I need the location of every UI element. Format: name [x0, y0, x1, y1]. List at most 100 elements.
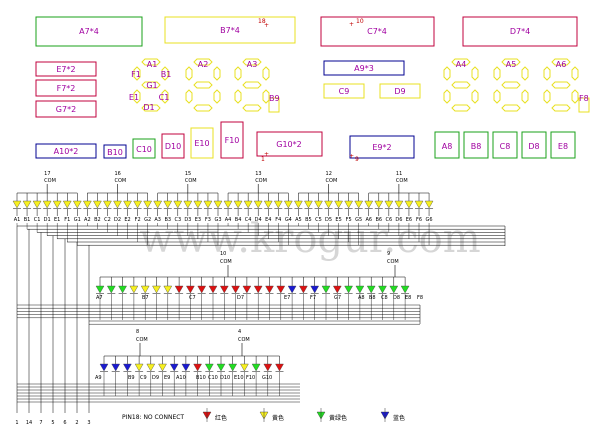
box-f10: [220, 121, 244, 159]
com-label: COM: [136, 337, 148, 343]
led-label: E8: [405, 295, 411, 301]
led-label: E10: [234, 375, 244, 381]
bottom-pin-label: 6: [63, 420, 66, 426]
led-e1: [52, 200, 62, 209]
led-c5: [314, 200, 323, 209]
digit-a6-seg-f: [543, 66, 551, 81]
led-label: A1: [14, 217, 21, 223]
digit-1-seg-f: [133, 66, 141, 81]
led-label: D8: [393, 295, 400, 301]
seven-segment-digits: [133, 58, 579, 112]
com-label: COM: [220, 259, 232, 265]
led-g4: [284, 200, 293, 209]
led-a3: [153, 200, 163, 209]
box-b7-text: B7*4: [220, 26, 240, 35]
bottom-pin-label: 5: [51, 420, 54, 426]
led-label: D6: [395, 217, 402, 223]
com-pin-number: 8: [136, 329, 139, 335]
box-e7-text: E7*2: [56, 65, 75, 74]
digit-a3-seg-e: [234, 89, 242, 104]
led-f4: [273, 200, 283, 209]
led-a2: [83, 200, 92, 209]
pin-18-label: 18: [258, 18, 266, 25]
led-label: E9: [164, 375, 170, 381]
led-mid: [400, 285, 410, 294]
led-mid: [118, 285, 127, 294]
legend-text: 红色: [215, 414, 227, 422]
led-b4: [233, 200, 243, 209]
com-pin-number: 12: [326, 171, 332, 177]
led-f6: [414, 200, 424, 209]
box-c7: [320, 16, 435, 47]
small-seg-f8-label: F8: [579, 94, 589, 103]
digit-a4-seg-c: [471, 89, 479, 104]
digit-a6-seg-g: [551, 81, 571, 89]
box-c8-text: C8: [500, 142, 511, 151]
digit-a4-seg-g: [451, 81, 471, 89]
box-c8: [492, 131, 518, 159]
led-label: D1: [44, 217, 51, 223]
led-label: F8: [417, 295, 423, 301]
led-label: E6: [406, 217, 412, 223]
led-label: C1: [34, 217, 41, 223]
led-low: [181, 363, 191, 372]
digit-a5-seg-b: [521, 66, 529, 81]
digit-a3-seg-a: [242, 58, 262, 66]
digit-a3-seg-b: [262, 66, 270, 81]
led-low: [240, 363, 249, 372]
led-mid: [163, 285, 173, 294]
digit-a6-seg-a: [551, 58, 571, 66]
led-label: A3: [154, 217, 161, 223]
led-b2: [93, 200, 102, 209]
led-mid: [332, 285, 342, 294]
led-mid: [355, 285, 365, 294]
led-mid: [106, 285, 116, 294]
segment-label-boxes: A7*4 B7*4 C7*4 D7*4 E7*2 F7*2 G7*2 A9*3 …: [35, 16, 578, 159]
led-c6: [384, 200, 394, 209]
box-b8-text: B8: [471, 142, 482, 151]
led-low: [169, 363, 179, 372]
led-label: D2: [114, 217, 121, 223]
led-low: [204, 363, 214, 372]
digit-a5-seg-c: [521, 89, 529, 104]
seg-label-b1: B1: [161, 70, 172, 79]
led-label: G4: [285, 217, 292, 223]
led-label: F1: [64, 217, 70, 223]
led-f3: [203, 200, 213, 209]
led-mid: [287, 285, 297, 294]
digit-1-seg-b: [161, 66, 169, 81]
led-e5: [334, 200, 343, 209]
led-low: [228, 363, 238, 372]
led-label: G1: [74, 217, 81, 223]
led-label: E2: [124, 217, 130, 223]
digit-label: A4: [456, 60, 467, 69]
box-c9: [323, 83, 365, 99]
com-label: COM: [326, 178, 338, 184]
led-label: E5: [335, 217, 341, 223]
seg-label-d1: D1: [143, 103, 154, 112]
led-label: E1: [54, 217, 60, 223]
com-label: COM: [238, 337, 250, 343]
box-a8-text: A8: [442, 142, 453, 151]
led-a1: [12, 200, 22, 209]
pin-9-mark: +: [349, 153, 354, 160]
led-label: A7: [96, 295, 103, 301]
led-c2: [103, 200, 112, 209]
com-pin-number: 15: [185, 171, 191, 177]
legend-text: 黄色: [272, 414, 284, 422]
led-mid: [129, 285, 139, 294]
seg-label-f1: F1: [131, 70, 141, 79]
led-mid: [95, 285, 105, 294]
led-b6: [374, 200, 384, 209]
box-d9-text: D9: [394, 87, 405, 96]
led-label: B2: [94, 217, 101, 223]
led-low: [193, 363, 202, 372]
digit-1-seg-c: [161, 89, 169, 104]
pin-9-label: 9: [355, 156, 359, 163]
led-a5: [294, 200, 303, 209]
led-label: G10: [262, 375, 272, 381]
digit-a4-seg-f: [443, 66, 451, 81]
led-label: F7: [310, 295, 316, 301]
led-label: C7: [189, 295, 196, 301]
